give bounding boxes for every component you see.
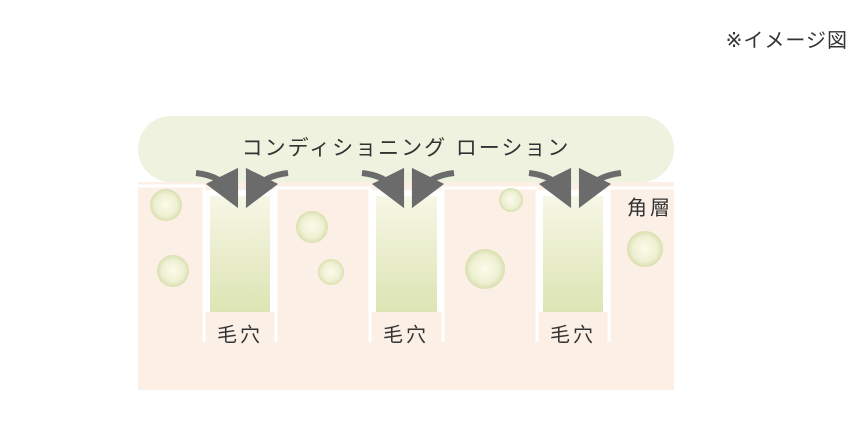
arrow-icon [245,167,289,209]
droplet [296,211,328,243]
droplet [318,259,344,285]
droplet [157,255,189,287]
arrow-icon [578,167,622,209]
pore-label: 毛穴 [217,323,263,347]
droplet [627,231,663,267]
pore-label: 毛穴 [383,323,429,347]
image-note: ※イメージ図 [725,28,848,52]
pore-3-lotion [543,196,603,312]
droplet [499,188,523,212]
pore-2-lotion [376,196,437,312]
arrow-icon [195,167,239,209]
droplet [465,249,505,289]
pores [204,190,609,312]
penetration-arrows [195,167,622,209]
lotion-droplets [150,188,663,289]
arrow-icon [411,167,455,209]
layer-label: 角層 [627,196,673,220]
lotion-band [138,116,674,182]
arrow-icon [528,167,572,209]
pore-label: 毛穴 [550,323,596,347]
lotion-label: コンディショニング ローション [242,136,571,160]
arrow-icon [361,167,405,209]
droplet [150,189,182,221]
pore-1-lotion [210,196,270,312]
